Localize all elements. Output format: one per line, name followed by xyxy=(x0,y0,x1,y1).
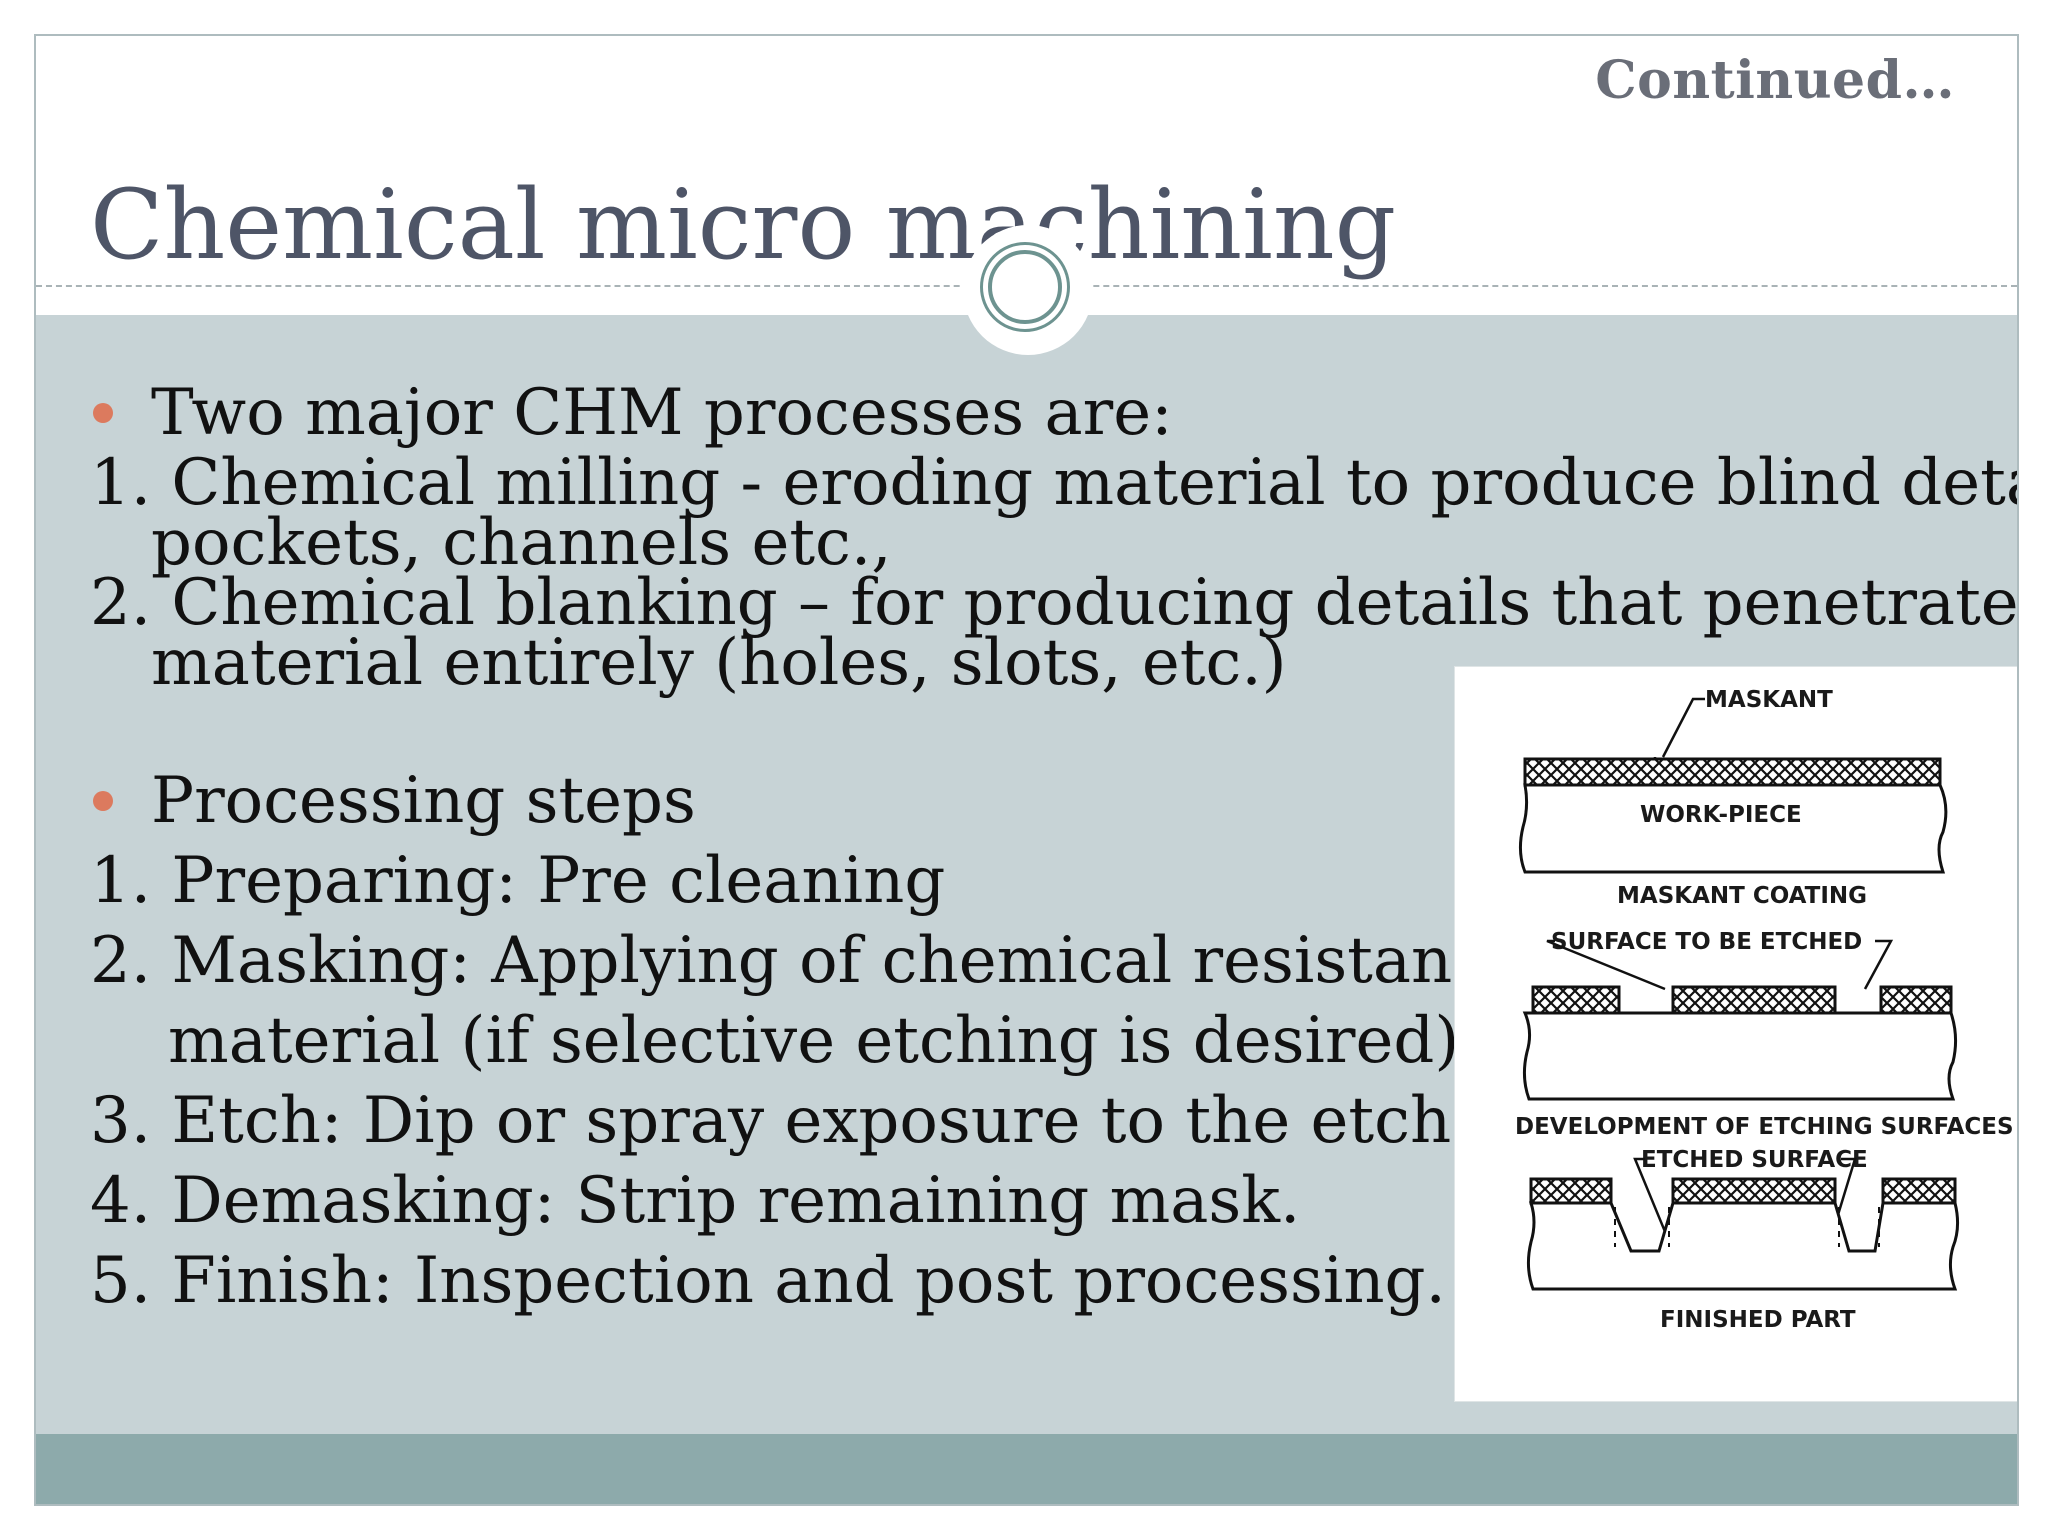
process-item-milling-line2: pockets, channels etc., xyxy=(151,506,892,580)
bullet-dot-icon xyxy=(93,403,113,423)
bullet-dot-icon xyxy=(93,791,113,811)
step-demasking: 4. Demasking: Strip remaining mask. xyxy=(90,1164,1301,1238)
maskant-leader-line xyxy=(1661,697,1705,758)
maskant-segment-mid-2 xyxy=(1671,985,1837,1015)
label-finished-part: FINISHED PART xyxy=(1660,1307,1856,1333)
surface-leader-left xyxy=(1546,939,1666,991)
label-work-piece: WORK-PIECE xyxy=(1640,802,1802,828)
step-finish: 5. Finish: Inspection and post processin… xyxy=(90,1244,1446,1318)
workpiece-2 xyxy=(1522,1011,1958,1101)
footer-band xyxy=(36,1434,2017,1504)
slide-title: Chemical micro machining xyxy=(90,169,1397,282)
label-development: DEVELOPMENT OF ETCHING SURFACES xyxy=(1515,1114,2014,1140)
bullet-text: Two major CHM processes are: xyxy=(151,376,1173,450)
label-maskant: MASKANT xyxy=(1705,687,1833,713)
bullet-item-processes: Two major CHM processes are: xyxy=(90,373,1970,453)
maskant-segment-right-2 xyxy=(1879,985,1953,1015)
workpiece-3-etched xyxy=(1526,1201,1960,1291)
label-surface-to-be-etched: SURFACE TO BE ETCHED xyxy=(1551,929,1862,955)
step-masking-continued: material (if selective etching is desire… xyxy=(168,1004,1460,1078)
workpiece-1 xyxy=(1518,783,1948,874)
maskant-layer-full xyxy=(1523,757,1942,787)
process-item-milling-line1: 1. Chemical milling - eroding material t… xyxy=(90,446,2019,520)
process-item-blanking-line1: 2. Chemical blanking – for producing det… xyxy=(90,566,2019,640)
continued-label: Continued… xyxy=(1595,50,1955,111)
maskant-segment-left-2 xyxy=(1531,985,1621,1015)
ring-icon xyxy=(980,242,1070,332)
maskant-segment-right-3 xyxy=(1881,1177,1957,1205)
etched-leader-left xyxy=(1633,1157,1675,1252)
surface-leader-right xyxy=(1863,939,1894,990)
label-maskant-coating: MASKANT COATING xyxy=(1617,883,1867,909)
maskant-segment-mid-3 xyxy=(1671,1177,1837,1205)
etching-diagram-svg: MASKANT WORK-PIECE MASKANT COATING SURFA… xyxy=(1515,687,2014,1333)
label-etched-surface: ETCHED SURFACE xyxy=(1641,1147,1868,1173)
step-etch: 3. Etch: Dip or spray exposure to the et… xyxy=(90,1084,1557,1158)
slide-body-text: Two major CHM processes are: 1. Chemical… xyxy=(90,373,2019,1321)
process-item-blanking-line2: material entirely (holes, slots, etc.) xyxy=(151,626,1287,700)
maskant-segment-left-3 xyxy=(1529,1177,1613,1205)
divider-ring-ornament xyxy=(963,225,1093,355)
step-preparing: 1. Preparing: Pre cleaning xyxy=(90,844,946,918)
slide: Continued… Chemical micro machining Two … xyxy=(34,34,2019,1506)
bullet-item-steps: Processing steps xyxy=(90,761,1970,841)
step-masking: 2. Masking: Applying of chemical resista… xyxy=(90,924,1478,998)
etching-process-diagram: MASKANT WORK-PIECE MASKANT COATING SURFA… xyxy=(1454,666,2017,1402)
bullet-text: Processing steps xyxy=(151,764,696,838)
